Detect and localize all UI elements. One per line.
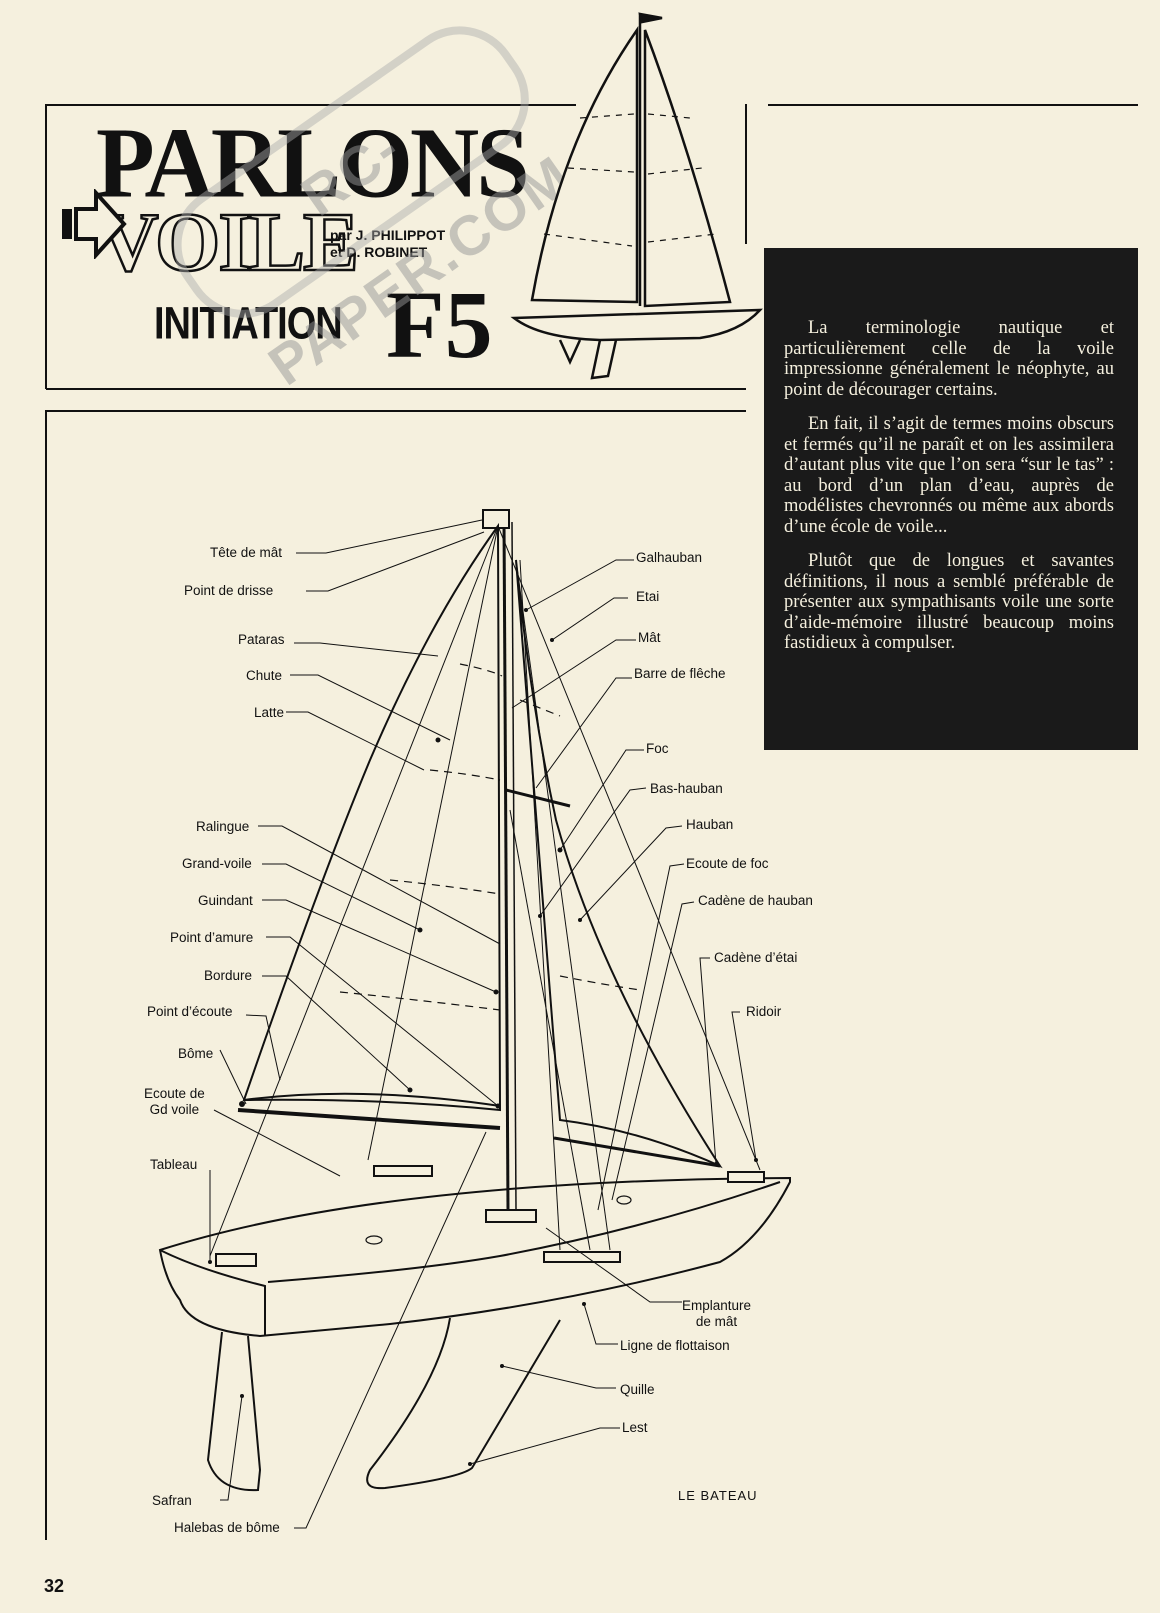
label-foc: Foc: [646, 741, 669, 756]
label-emplanture-line2: de mât: [695, 1314, 738, 1329]
intro-paragraph-2: En fait, il s’agit de termes moins obscu…: [784, 414, 1114, 537]
label-ralingue: Ralingue: [196, 819, 250, 834]
label-ecoute-de-gd-voile-line1: Ecoute de: [144, 1086, 205, 1101]
label-ecoute-de-foc: Ecoute de foc: [686, 856, 769, 871]
label-cadene-de-hauban: Cadène de hauban: [698, 893, 813, 908]
label-ecoute-de-gd-voile-line2: Gd voile: [149, 1102, 200, 1117]
intro-paragraph-3: Plutôt que de longues et savantes défini…: [784, 551, 1114, 653]
title-parlons: PARLONS: [96, 106, 530, 219]
intro-paragraph-1: La terminologie nautique et particulière…: [784, 318, 1114, 400]
label-ligne-de-flottaison: Ligne de flottaison: [620, 1338, 730, 1353]
title-voile: VOILE: [97, 196, 361, 289]
label-galhauban: Galhauban: [636, 550, 703, 565]
label-hauban: Hauban: [686, 817, 734, 832]
label-mat: Mât: [638, 630, 661, 645]
body-frame-top: [46, 410, 746, 412]
arrow-right-icon: [62, 189, 127, 259]
label-chute: Chute: [246, 668, 283, 683]
label-point-de-drisse: Point de drisse: [184, 583, 274, 598]
label-point-d-amure: Point d’amure: [170, 930, 254, 945]
figure-caption: LE BATEAU: [678, 1488, 758, 1503]
yacht-header-illustration: [510, 12, 763, 380]
label-pataras: Pataras: [238, 632, 285, 647]
title-frame-right: [745, 104, 747, 244]
label-halebas-de-bome: Halebas de bôme: [174, 1520, 280, 1535]
byline-author-1: par J. PHILIPPOT: [330, 227, 446, 243]
label-safran: Safran: [152, 1493, 192, 1508]
title-frame-top: [46, 104, 576, 106]
label-tableau: Tableau: [150, 1157, 198, 1172]
label-point-d-ecoute: Point d’écoute: [147, 1004, 233, 1019]
title-frame-bottom: [46, 388, 746, 390]
byline: par J. PHILIPPOT et D. ROBINET: [330, 227, 445, 261]
title-block: PARLONS VOILE par J. PHILIPPOT et D. ROB…: [46, 105, 746, 389]
header-rule-right: [768, 104, 1138, 106]
label-tete-de-mat: Tête de mât: [210, 545, 283, 560]
label-emplanture-de-mat: Emplanture de mât: [682, 1298, 751, 1330]
label-lest: Lest: [622, 1420, 648, 1435]
byline-author-2: et D. ROBINET: [330, 244, 428, 260]
label-bordure: Bordure: [204, 968, 253, 983]
label-latte: Latte: [254, 705, 285, 720]
intro-text-box: La terminologie nautique et particulière…: [764, 248, 1138, 750]
label-ecoute-de-gd-voile: Ecoute de Gd voile: [144, 1086, 205, 1118]
body-frame-left: [45, 410, 47, 1540]
label-grand-voile: Grand-voile: [182, 856, 252, 871]
label-emplanture-line1: Emplanture: [682, 1298, 752, 1313]
class-f5: F5: [386, 271, 493, 378]
title-frame-left: [45, 104, 47, 389]
label-quille: Quille: [620, 1382, 655, 1397]
label-cadene-d-etai: Cadène d’étai: [714, 950, 798, 965]
label-barre-de-fleche: Barre de flêche: [634, 666, 726, 681]
page-number: 32: [44, 1576, 65, 1596]
label-bome: Bôme: [178, 1046, 214, 1061]
series-initiation: INITIATION: [154, 298, 343, 350]
label-bas-hauban: Bas-hauban: [650, 781, 723, 796]
label-etai: Etai: [636, 589, 660, 604]
label-guindant: Guindant: [198, 893, 253, 908]
label-ridoir: Ridoir: [746, 1004, 782, 1019]
